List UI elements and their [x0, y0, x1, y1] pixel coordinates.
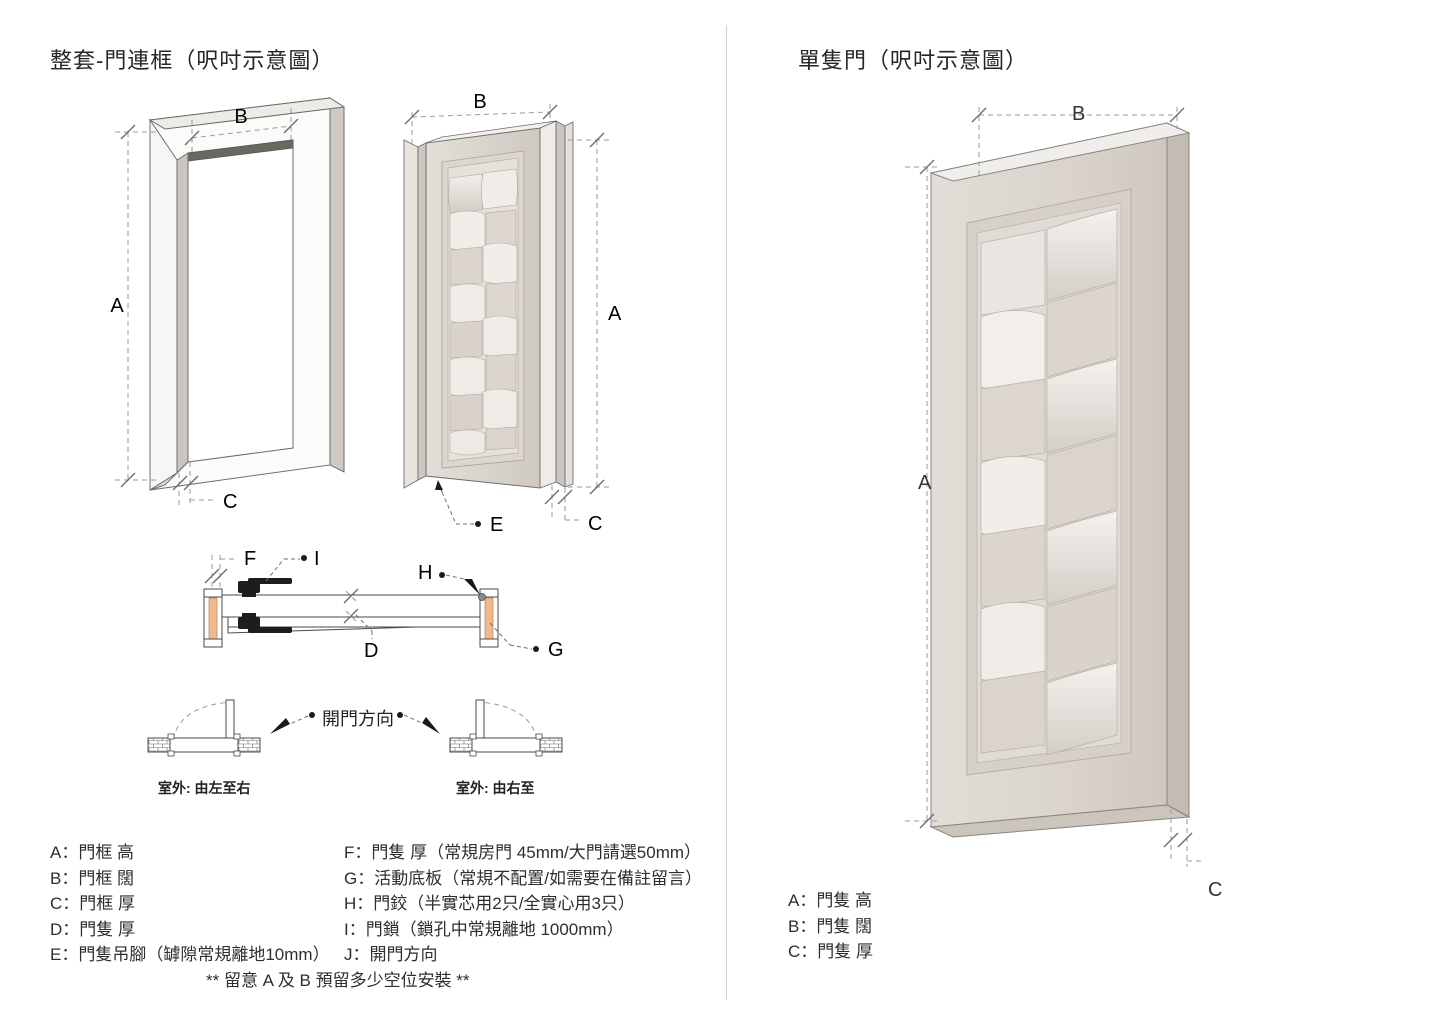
- legend-item-i: I：門鎖（鎖孔中常規離地 1000mm）: [344, 919, 624, 939]
- right-panel-title: 單隻門（呎吋示意圖）: [798, 48, 1029, 73]
- legend-item-j: J：開門方向: [344, 945, 438, 964]
- footer-note: ** 留意 A 及 B 預留多少空位安裝 **: [206, 971, 470, 990]
- dim-label-B-right: B: [1072, 103, 1086, 125]
- legend-item-c: C：門框 厚: [50, 894, 135, 913]
- door-frame-isometric-view: A B C: [95, 90, 365, 540]
- dim-label-C: C: [223, 491, 237, 513]
- right-legend: A：門隻 高 B：門隻 闊 C：門隻 厚: [788, 888, 873, 965]
- swing-right-caption: 室外: 由右至: [456, 780, 535, 796]
- legend-item-e: E：門隻吊腳（罅隙常規離地10mm）: [50, 945, 330, 964]
- dim-label-B2: B: [473, 91, 486, 113]
- swing-left-caption: 室外: 由左至右: [158, 780, 251, 796]
- legend-column-left: A：門框 高 B：門框 闊 C：門框 厚 D：門隻 厚 E：門隻吊腳（罅隙常規離…: [50, 840, 330, 968]
- dim-label-C2: C: [588, 513, 602, 535]
- single-door-isometric-view: [905, 105, 1225, 895]
- legend-item-a: A：門框 高: [50, 843, 135, 862]
- right-legend-item-c: C：門隻 厚: [788, 942, 873, 961]
- legend-item-d: D：門隻 厚: [50, 919, 135, 939]
- legend-column-right: F：門隻 厚（常規房門 45mm/大門請選50mm） G：活動底板（常規不配置/…: [344, 840, 702, 968]
- left-panel-title: 整套-門連框（呎吋示意圖）: [50, 48, 335, 73]
- right-legend-item-b: B：門隻 闊: [788, 916, 873, 936]
- panel-divider: [726, 25, 727, 1000]
- dim-label-I: I: [314, 548, 320, 570]
- dim-label-A-right: A: [918, 472, 932, 494]
- dim-label-C-right: C: [1208, 879, 1223, 901]
- dim-label-F: F: [244, 548, 256, 570]
- dim-label-G: G: [548, 639, 564, 661]
- dim-label-B: B: [234, 106, 247, 128]
- door-with-frame-isometric-view: B A C E: [390, 91, 630, 550]
- legend-item-h: H：門鉸（半實芯用2只/全實心用3只）: [344, 894, 635, 913]
- swing-direction-label: 開門方向: [322, 709, 394, 729]
- legend-item-b: B：門框 闊: [50, 868, 135, 888]
- dim-label-H: H: [418, 562, 432, 584]
- door-swing-plan-view: [140, 688, 570, 760]
- legend-item-f: F：門隻 厚（常規房門 45mm/大門請選50mm）: [344, 843, 702, 862]
- right-legend-item-a: A：門隻 高: [788, 891, 873, 910]
- dim-label-A: A: [110, 295, 124, 317]
- legend-item-g: G：活動底板（常規不配置/如需要在備註留言）: [344, 868, 702, 888]
- dim-label-A2: A: [608, 303, 622, 325]
- dim-label-E: E: [490, 514, 503, 536]
- door-section-view: F I H D G: [180, 545, 590, 675]
- dim-label-D: D: [364, 640, 378, 662]
